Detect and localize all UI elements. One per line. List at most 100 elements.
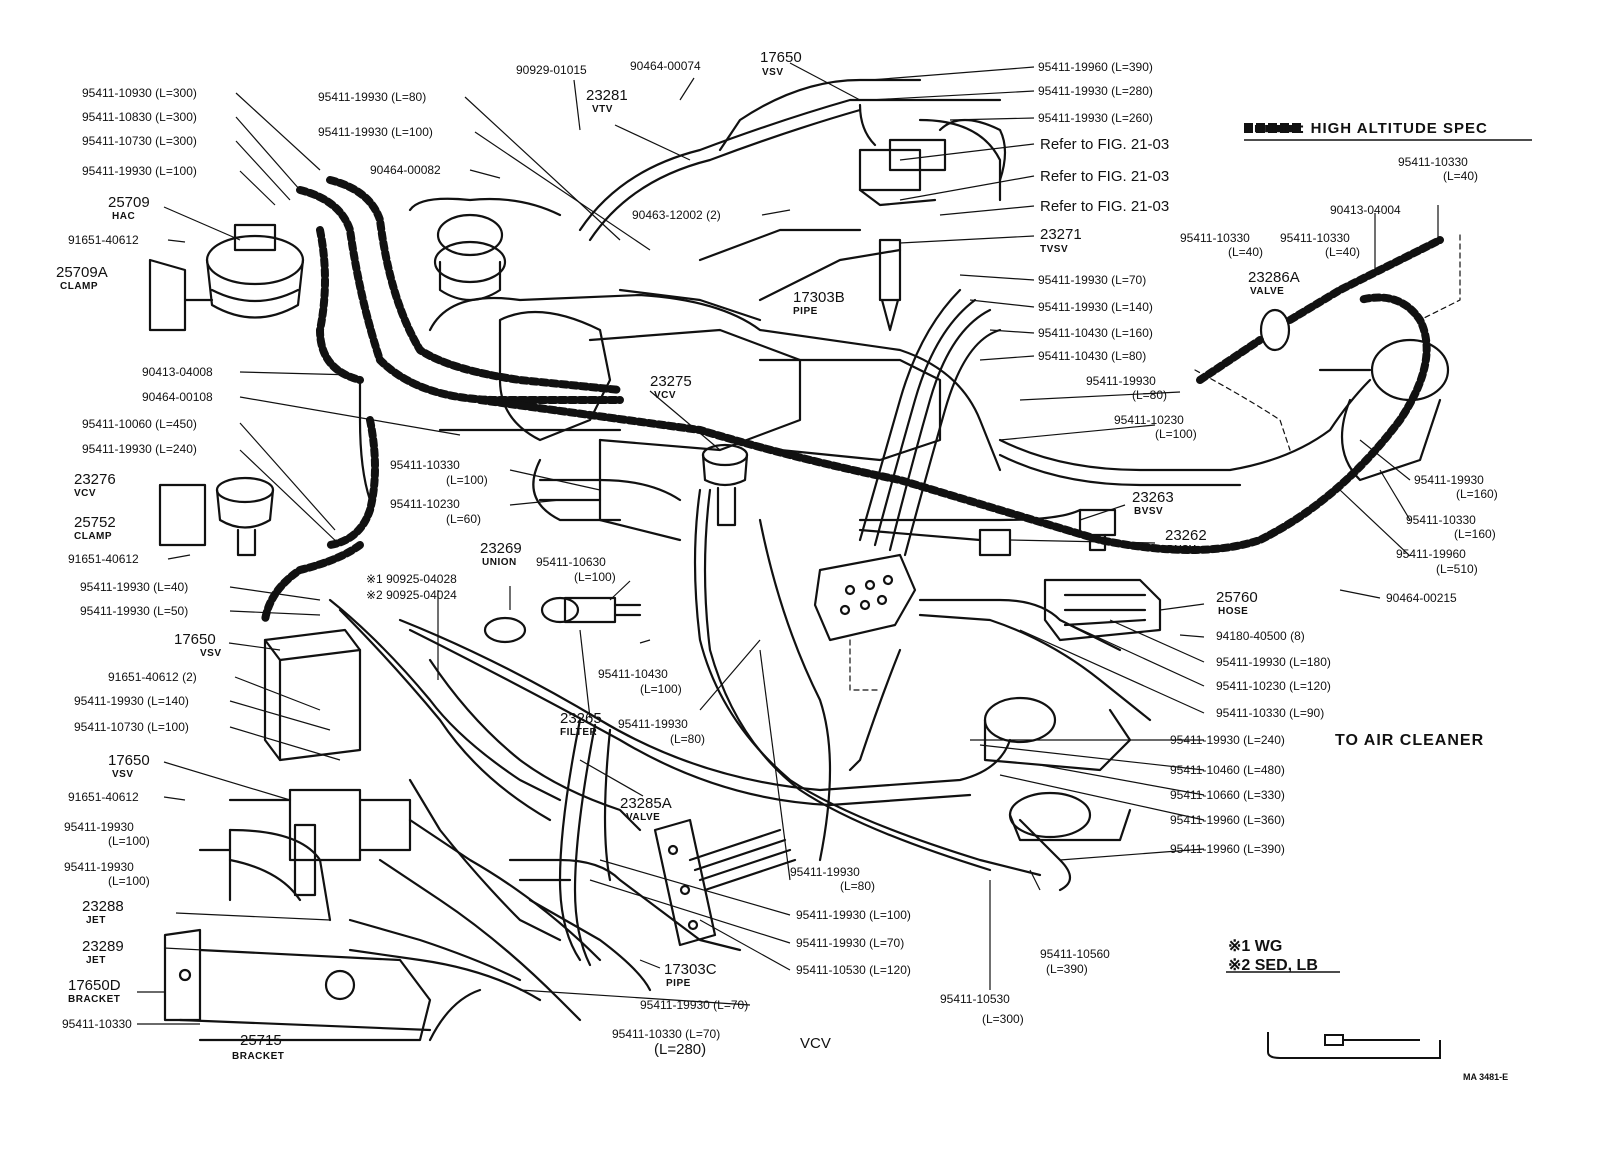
- part-sublabel: CLAMP: [60, 281, 99, 292]
- part-label: 95411-19930 (L=140): [74, 694, 189, 708]
- part-label: 90464-00082: [370, 163, 441, 177]
- part-label: 95411-10330 (L=90): [1216, 706, 1325, 720]
- part-label: 23265: [560, 710, 602, 727]
- hac-unit: [148, 223, 305, 332]
- part-label: (L=100): [1155, 427, 1197, 441]
- part-label: 90413-04004: [1330, 203, 1401, 217]
- part-label: 95411-10230 (L=120): [1216, 679, 1331, 693]
- part-sublabel: FILTER: [560, 727, 598, 738]
- part-label: 90929-01015: [516, 63, 587, 77]
- part-label: 95411-10230: [1114, 413, 1184, 427]
- part-label: 95411-19930: [1414, 473, 1484, 487]
- vsv-lower: [228, 788, 412, 897]
- part-label: 90464-00074: [630, 59, 701, 73]
- part-label: (L=80): [840, 879, 876, 893]
- part-label: 95411-19930 (L=80): [318, 90, 427, 104]
- vsv-top: [858, 138, 947, 207]
- part-label: 95411-19930 (L=180): [1216, 655, 1331, 669]
- bracket-lower: [163, 928, 432, 1042]
- part-label: 95411-10930 (L=300): [82, 86, 197, 100]
- part-label: 17650: [760, 49, 802, 66]
- part-label: 25715: [240, 1032, 282, 1049]
- part-sublabel: PIPE: [793, 306, 818, 317]
- dashed-leaders: [849, 234, 1461, 691]
- part-label: (L=40): [1325, 245, 1361, 259]
- legend-swatch: [1244, 123, 1301, 133]
- part-label: 95411-19960: [1396, 547, 1466, 561]
- legend-high-altitude: ■■■■■ : HIGH ALTITUDE SPEC: [1244, 120, 1488, 137]
- part-label: 95411-19930 (L=260): [1038, 111, 1153, 125]
- fig-reference-2[interactable]: Refer to FIG. 21-03: [1040, 168, 1170, 185]
- part-label: 91651-40612: [68, 552, 139, 566]
- part-label: 95411-19930: [618, 717, 688, 731]
- part-sublabel: VSV: [762, 67, 784, 78]
- part-label: 95411-19930 (L=70): [640, 998, 749, 1012]
- part-label: (L=100): [574, 570, 616, 584]
- part-label: 95411-10660 (L=330): [1170, 788, 1285, 802]
- part-label: 95411-10330: [1398, 155, 1468, 169]
- hose-bracket-25760: [1043, 578, 1162, 642]
- part-label: 95411-19960 (L=390): [1170, 842, 1285, 856]
- figure-code: MA 3481-E: [1463, 1072, 1509, 1082]
- part-label: 17650D: [68, 977, 121, 994]
- part-sublabel: JET: [86, 915, 106, 926]
- part-label: 23275: [650, 373, 692, 390]
- part-sublabel: VALVE: [1250, 286, 1285, 297]
- part-label: 95411-10430 (L=80): [1038, 349, 1147, 363]
- part-label: 95411-19930 (L=70): [1038, 273, 1147, 287]
- part-label: (L=80): [670, 732, 706, 746]
- footnote-sed-lb: ※2 SED, LB: [1228, 957, 1318, 974]
- leader-lines: [137, 62, 1439, 1025]
- part-label: (L=280): [654, 1041, 707, 1058]
- part-label: 95411-19930 (L=100): [82, 164, 197, 178]
- part-label: 95411-19930 (L=240): [82, 442, 197, 456]
- part-label: 90463-12002 (2): [632, 208, 721, 222]
- part-label: 95411-19930 (L=280): [1038, 84, 1153, 98]
- part-label: 17650: [108, 752, 150, 769]
- part-label: VCV: [800, 1035, 831, 1052]
- part-label: ※1 90925-04028: [366, 572, 457, 586]
- part-sublabel: TVSV: [1040, 244, 1069, 255]
- part-label: 95411-19960 (L=390): [1038, 60, 1153, 74]
- part-label: 95411-10430: [598, 667, 668, 681]
- part-label: 95411-10730 (L=100): [74, 720, 189, 734]
- part-label: 90464-00108: [142, 390, 213, 404]
- part-sublabel: BRACKET: [68, 994, 121, 1005]
- vsv-box: [263, 628, 362, 762]
- part-label: 95411-19930 (L=240): [1170, 733, 1285, 747]
- vcv-23275: [701, 443, 749, 527]
- part-label: ※2 90925-04024: [366, 588, 457, 602]
- part-label: 91651-40612: [68, 233, 139, 247]
- part-label: 95411-10330 (L=70): [612, 1027, 721, 1041]
- part-label: 95411-10230: [390, 497, 460, 511]
- part-label: (L=390): [1046, 962, 1088, 976]
- part-sublabel: JET: [86, 955, 106, 966]
- part-label: 95411-10530: [940, 992, 1010, 1006]
- part-label: 91651-40612 (2): [108, 670, 197, 684]
- part-label: (L=60): [446, 512, 482, 526]
- part-label: 25752: [74, 514, 116, 531]
- part-sublabel: PIPE: [666, 978, 691, 989]
- to-air-cleaner: TO AIR CLEANER: [1335, 732, 1485, 749]
- part-label: 23269: [480, 540, 522, 557]
- lower-canister: [983, 696, 1132, 842]
- part-label: 25709: [108, 194, 150, 211]
- part-label: 95411-19930: [1086, 374, 1156, 388]
- part-label: 95411-10330: [1180, 231, 1250, 245]
- part-label: 23286A: [1248, 269, 1300, 286]
- part-label: 95411-19930 (L=100): [796, 908, 911, 922]
- part-sublabel: VCV: [74, 488, 97, 499]
- part-label: 95411-19960 (L=360): [1170, 813, 1285, 827]
- part-label: 23271: [1040, 226, 1082, 243]
- part-label: (L=80): [1132, 388, 1168, 402]
- part-label: 95411-10560: [1040, 947, 1110, 961]
- part-sublabel: UNION: [482, 557, 517, 568]
- part-label: (L=100): [446, 473, 488, 487]
- part-label: 23281: [586, 87, 628, 104]
- part-sublabel: HAC: [112, 211, 136, 222]
- part-sublabel: BRACKET: [232, 1051, 285, 1062]
- fig-reference-1[interactable]: Refer to FIG. 21-03: [1040, 136, 1170, 153]
- part-label: 95411-10530 (L=120): [796, 963, 911, 977]
- fig-reference-3[interactable]: Refer to FIG. 21-03: [1040, 198, 1170, 215]
